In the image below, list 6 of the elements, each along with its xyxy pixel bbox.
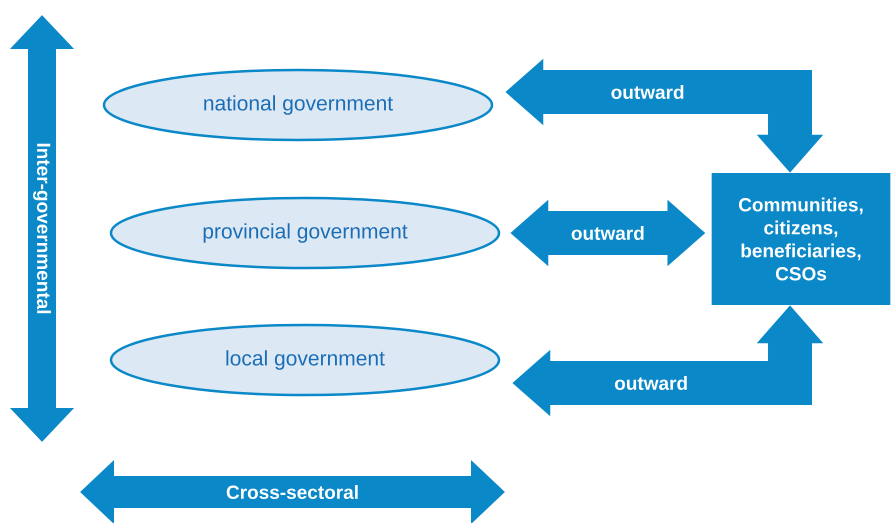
axis-label: Cross-sectoral [226,485,358,499]
axis-label: Inter-governmental [33,144,51,314]
stakeholder-box: Communities, citizens, beneficiaries, CSOs [712,173,890,305]
edge-label: outward [613,375,690,391]
edge-label: outward [610,84,686,100]
edge-label: outward [570,225,646,241]
